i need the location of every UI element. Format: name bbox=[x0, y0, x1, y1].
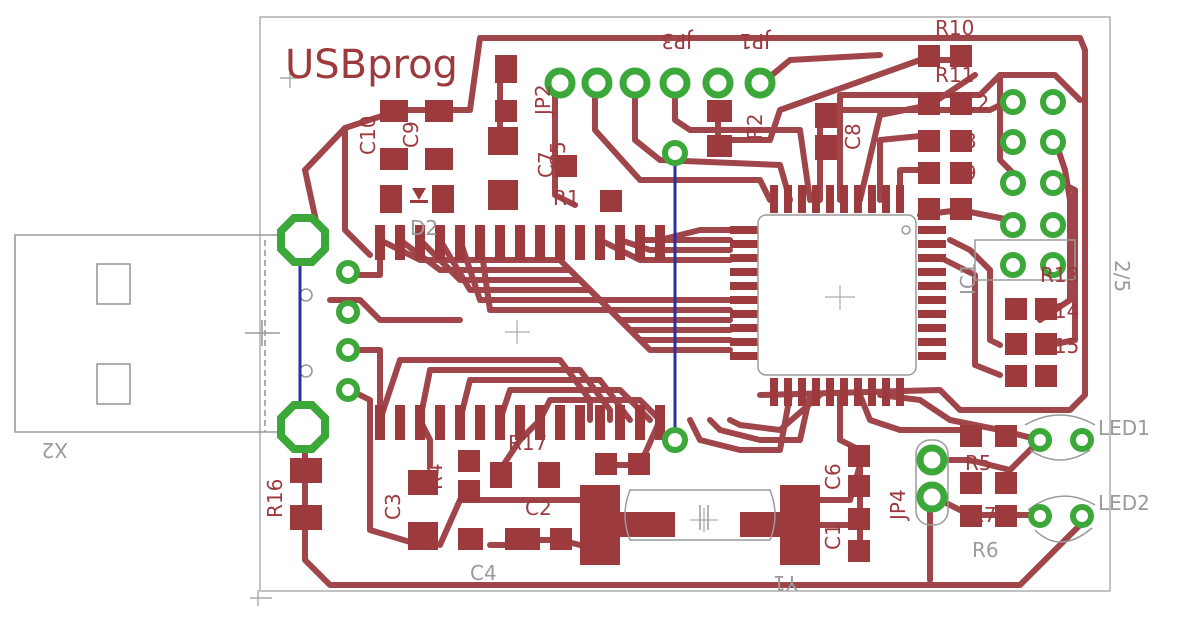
label-r10: R10 bbox=[935, 16, 974, 40]
board-title: USBprog bbox=[285, 42, 458, 88]
label-r16: R16 bbox=[263, 479, 287, 518]
label-c1: C1 bbox=[821, 523, 845, 550]
label-c10: C10 bbox=[356, 116, 380, 155]
ic1-right-pins bbox=[918, 226, 946, 360]
silk-labels-red: R10 R11 R12 R8 R9 R13 R14 R15 R16 R17 R3… bbox=[263, 16, 1079, 550]
copper-traces bbox=[302, 35, 1088, 588]
label-r4: R4 bbox=[423, 463, 447, 490]
ic1-top-pins bbox=[770, 185, 904, 213]
label-r11: R11 bbox=[935, 63, 974, 87]
label-c6: C6 bbox=[821, 463, 845, 490]
ic2-top-pins bbox=[375, 225, 665, 260]
label-r1: R1 bbox=[553, 186, 580, 210]
label-r2: R2 bbox=[743, 113, 767, 140]
label-y1: Y1 bbox=[773, 571, 799, 595]
label-x2: X2 bbox=[42, 438, 68, 462]
label-jp1: JP1 bbox=[739, 29, 772, 53]
label-c4: C4 bbox=[470, 561, 497, 585]
label-r7: R7 bbox=[970, 503, 997, 527]
label-c7: C7 bbox=[534, 151, 558, 178]
label-jp4: JP4 bbox=[886, 489, 910, 522]
label-r15: R15 bbox=[1040, 334, 1079, 358]
label-r6: R6 bbox=[972, 538, 999, 562]
through-hole-pads bbox=[277, 67, 1094, 528]
ic1-bottom-pins bbox=[770, 378, 904, 406]
label-r13: R13 bbox=[1040, 263, 1079, 287]
board-version: 2/5 bbox=[1110, 260, 1134, 292]
label-d2: D2 bbox=[410, 216, 438, 240]
label-r5: R5 bbox=[965, 451, 992, 475]
label-led1: LED1 bbox=[1098, 416, 1150, 440]
usb-mount-hole-top bbox=[277, 214, 329, 266]
center-marks bbox=[505, 285, 855, 532]
label-c2: C2 bbox=[525, 496, 552, 520]
label-r12: R12 bbox=[950, 91, 989, 115]
label-led2: LED2 bbox=[1098, 491, 1150, 515]
label-ic1: IC1 bbox=[956, 262, 980, 295]
board-outline bbox=[250, 16, 1111, 606]
label-r3: R3 bbox=[593, 484, 620, 508]
label-c5: C5 bbox=[546, 141, 570, 168]
label-r14: R14 bbox=[1040, 299, 1079, 323]
component-outlines bbox=[624, 214, 1096, 543]
smd-pads bbox=[290, 45, 1057, 565]
jumper-wires bbox=[298, 155, 677, 440]
usb-connector-x2 bbox=[14, 234, 318, 433]
label-jp3: JP3 bbox=[661, 29, 694, 53]
label-c3: C3 bbox=[381, 493, 405, 520]
usb-mount-hole-bottom bbox=[277, 401, 329, 453]
label-jp2: JP2 bbox=[531, 84, 555, 117]
label-r9: R9 bbox=[950, 161, 977, 185]
diode-d2 bbox=[410, 188, 428, 203]
label-r8: R8 bbox=[950, 129, 977, 153]
ic1-left-pins bbox=[730, 226, 758, 360]
label-c9: C9 bbox=[399, 121, 423, 148]
label-c8: C8 bbox=[841, 123, 865, 150]
ic2-bottom-pins bbox=[375, 405, 665, 440]
silk-labels-gray: X2 D2 C4 Y1 R6 LED1 LED2 IC1 bbox=[42, 216, 1150, 595]
label-r17: R17 bbox=[508, 431, 547, 455]
